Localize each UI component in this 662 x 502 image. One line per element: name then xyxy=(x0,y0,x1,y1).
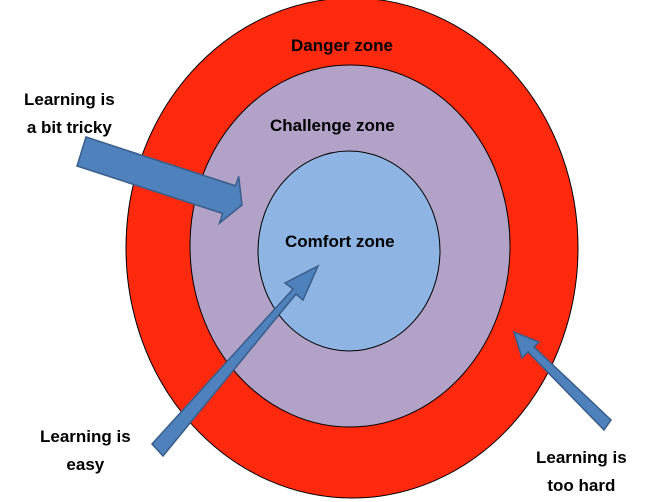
arrow-easy xyxy=(150,264,320,458)
arrow-tricky xyxy=(76,136,243,226)
danger-zone-label: Danger zone xyxy=(291,36,394,55)
label-tricky: Learning is a bit tricky xyxy=(24,86,115,142)
label-hard-line2: too hard xyxy=(547,476,616,495)
label-easy-line1: Learning is xyxy=(40,427,131,446)
comfort-zone-ellipse xyxy=(257,150,441,352)
comfort-zone-label: Comfort zone xyxy=(285,232,395,251)
label-tricky-line1: Learning is xyxy=(24,90,115,109)
arrow-hard xyxy=(512,330,612,432)
label-hard-line1: Learning is xyxy=(536,448,627,467)
label-tricky-line2: a bit tricky xyxy=(26,118,112,137)
label-hard: Learning is too hard xyxy=(536,444,627,500)
challenge-zone-label: Challenge zone xyxy=(270,116,395,135)
label-easy-line2: easy xyxy=(66,455,105,474)
label-easy: Learning is easy xyxy=(40,423,131,479)
